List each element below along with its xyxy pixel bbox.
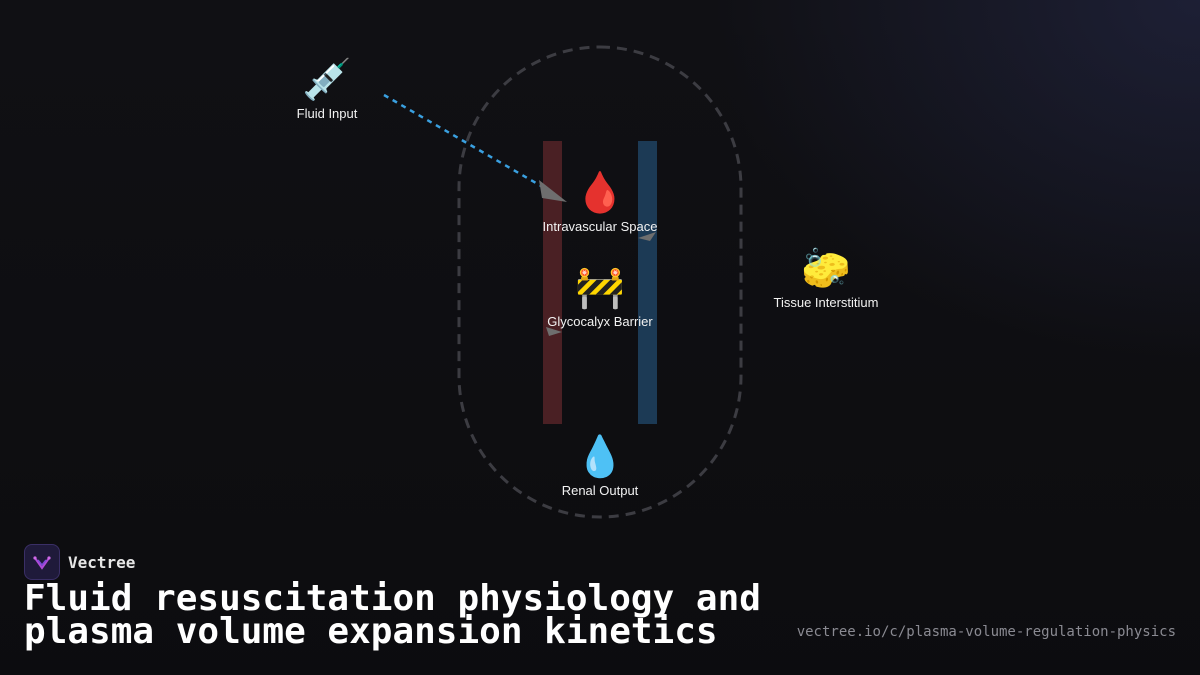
node-label: Fluid Input	[296, 106, 358, 121]
node-label: Intravascular Space	[542, 219, 658, 234]
node-tissue-interstitium: 🧽 Tissue Interstitium	[774, 246, 879, 310]
arrow-intravascular-to-tissue	[638, 232, 656, 241]
water-drop-icon: 💧	[575, 435, 625, 479]
brand: Vectree	[24, 544, 135, 580]
container-boundary	[457, 45, 743, 519]
barrier-icon: 🚧	[575, 266, 625, 310]
vessel-wall-right	[638, 141, 657, 424]
source-url: vectree.io/c/plasma-volume-regulation-ph…	[796, 624, 1176, 640]
node-glycocalyx-barrier: 🚧 Glycocalyx Barrier	[547, 265, 652, 329]
node-fluid-input: 💉 Fluid Input	[297, 57, 358, 121]
node-label: Renal Output	[561, 483, 639, 498]
flow-arrow-fluid-to-intravascular	[383, 93, 549, 192]
sponge-icon: 🧽	[801, 247, 851, 291]
blood-drop-icon: 🩸	[575, 171, 625, 215]
syringe-icon: 💉	[302, 58, 352, 102]
node-intravascular-space: 🩸 Intravascular Space	[543, 170, 658, 234]
node-label: Glycocalyx Barrier	[547, 314, 653, 329]
vectree-logo-icon	[24, 544, 60, 580]
node-renal-output: 💧 Renal Output	[562, 434, 639, 498]
brand-name: Vectree	[68, 552, 136, 572]
vessel-wall-left	[543, 141, 562, 424]
arrowhead-fluid-to-intravascular	[539, 180, 567, 202]
page-title: Fluid resuscitation physiology and plasm…	[24, 578, 761, 652]
arrow-glycocalyx	[546, 327, 562, 336]
node-label: Tissue Interstitium	[773, 295, 879, 310]
